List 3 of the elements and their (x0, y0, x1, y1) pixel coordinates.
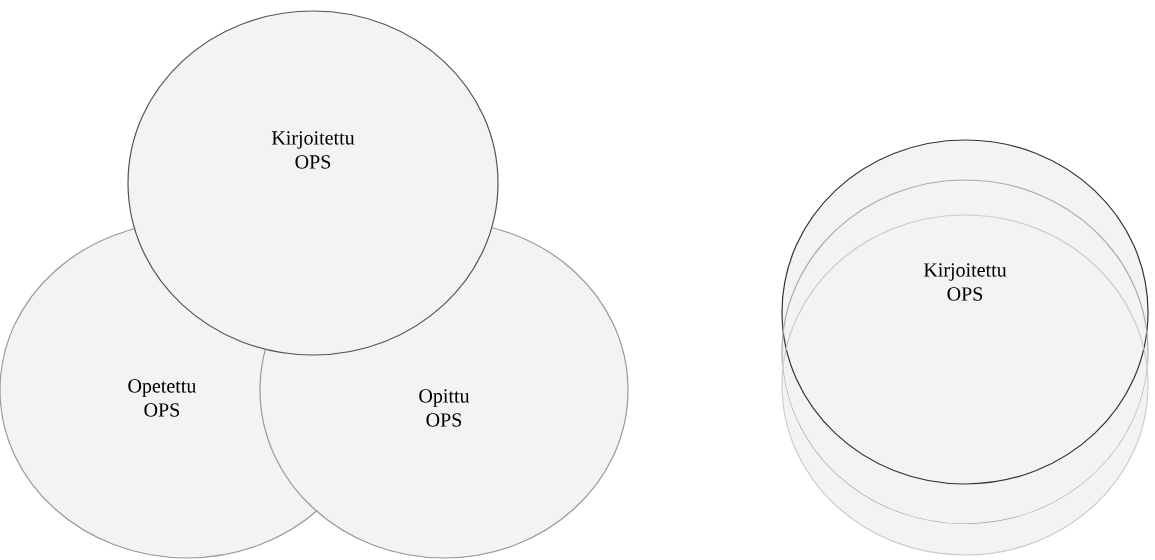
node-label: Kirjoitettu OPS (923, 263, 1007, 301)
node-label: Opetettu OPS (128, 379, 197, 417)
node-label: Opittu OPS (419, 389, 470, 427)
